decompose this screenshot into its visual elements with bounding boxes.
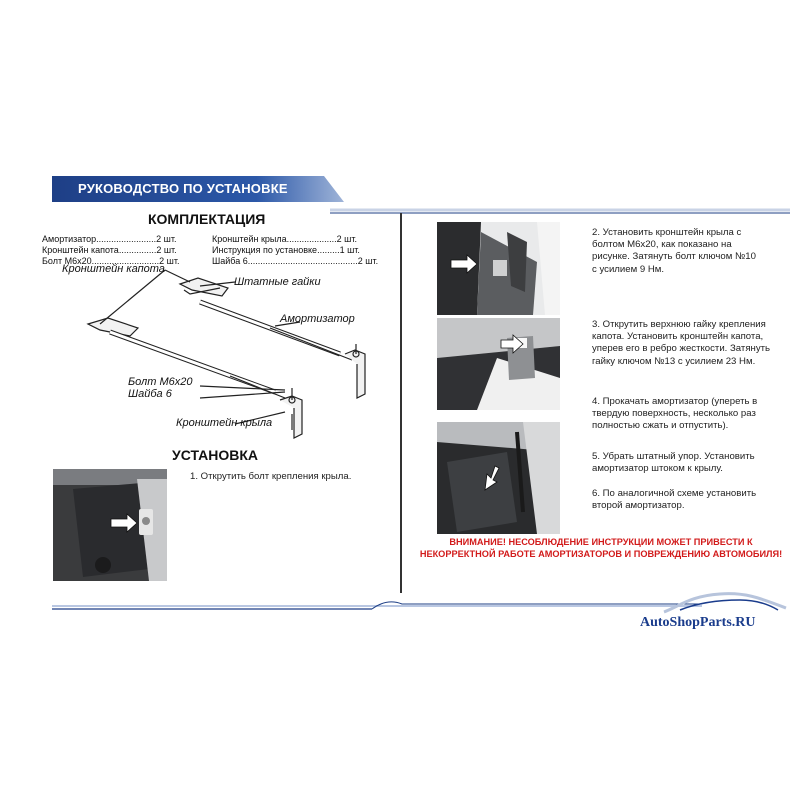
- step-5: 5. Убрать штатный упор. Установить аморт…: [592, 451, 755, 475]
- photo-step-3: [437, 318, 560, 410]
- step-6: 6. По аналогичной схеме установить второ…: [592, 488, 757, 512]
- kit-item: Кронштейн крыла....................2 шт.: [212, 234, 357, 244]
- car-logo-icon: [663, 592, 787, 614]
- header-rule: [330, 208, 790, 214]
- label-hood-bracket: Кронштейн капота: [62, 263, 165, 275]
- step-2: 2. Установить кронштейн крыла с болтом М…: [592, 227, 756, 275]
- photo-step-1: [53, 469, 167, 581]
- kit-item: Шайба 6.................................…: [212, 256, 379, 266]
- label-shock: Амортизатор: [280, 313, 355, 325]
- brand-logo-text: AutoShopParts.RU: [640, 615, 756, 630]
- step-1: 1. Открутить болт крепления крыла.: [190, 471, 352, 482]
- label-nuts: Штатные гайки: [234, 276, 321, 288]
- label-washer: Шайба 6: [128, 388, 172, 400]
- kit-item: Кронштейн капота...............2 шт.: [42, 245, 177, 255]
- page-title: РУКОВОДСТВО ПО УСТАНОВКЕ: [78, 181, 288, 196]
- footer-rule: [52, 601, 702, 610]
- label-bolt: Болт М6х20: [128, 376, 193, 388]
- step-4: 4. Прокачать амортизатор (упереть в твер…: [592, 396, 758, 432]
- kit-item: Болт М6х20...........................2 ш…: [42, 256, 180, 266]
- step-3: 3. Открутить верхнюю гайку крепления кап…: [592, 319, 771, 367]
- photo-step-5: [437, 422, 560, 534]
- label-wing-bracket: Кронштейн крыла: [176, 417, 273, 429]
- kit-title: КОМПЛЕКТАЦИЯ: [148, 211, 266, 227]
- photo-step-2: [437, 222, 560, 315]
- kit-item: Амортизатор........................2 шт.: [42, 234, 177, 244]
- warning-text: ВНИМАНИЕ! НЕСОБЛЮДЕНИЕ ИНСТРУКЦИИ МОЖЕТ …: [419, 537, 783, 559]
- install-title: УСТАНОВКА: [172, 447, 259, 463]
- column-divider: [400, 213, 402, 593]
- kit-item: Инструкция по установке.........1 шт.: [212, 245, 360, 255]
- parts-diagram: [86, 269, 366, 439]
- header-banner: [52, 176, 344, 202]
